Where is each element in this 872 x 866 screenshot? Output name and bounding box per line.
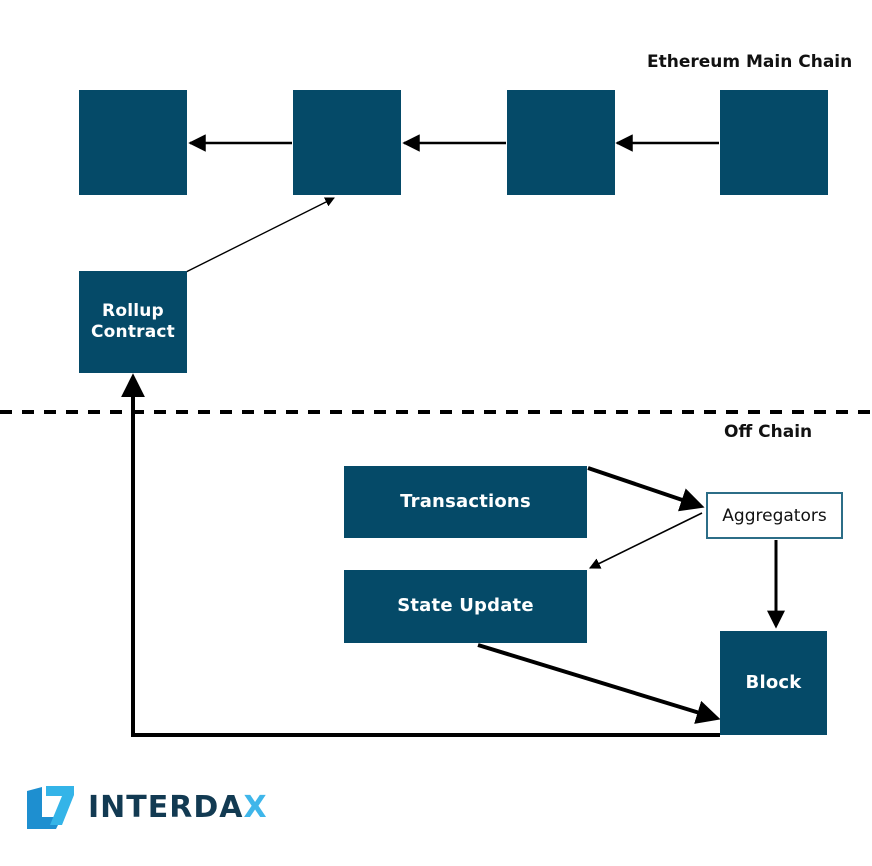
rollup-contract-label-line2: Contract [90,322,176,342]
chain-block-1[interactable] [79,90,187,195]
chain-block-4[interactable] [720,90,828,195]
arrow-block-to-rollup-contract [121,373,720,737]
rollup-contract-node[interactable]: Rollup Contract [79,271,187,373]
interdax-wordmark-accent: X [243,790,268,825]
interdax-logo: INTERDAX [22,783,268,833]
interdax-wordmark-main: INTERDA [88,790,244,825]
interdax-wordmark: INTERDAX [88,793,268,823]
state-update-node[interactable]: State Update [344,570,587,643]
aggregators-node[interactable]: Aggregators [706,492,843,539]
arrow-aggregators-to-state-update [588,512,703,569]
chain-block-2[interactable] [293,90,401,195]
interdax-logo-mark [27,786,74,829]
arrow-transactions-to-aggregators [587,466,705,512]
arrow-state-update-to-block [477,643,721,724]
rollup-contract-label-line1: Rollup [102,300,164,321]
transactions-node[interactable]: Transactions [344,466,587,538]
chain-block-3[interactable] [507,90,615,195]
arrow-rollup-to-block2 [185,197,335,273]
block-node[interactable]: Block [720,631,827,735]
off-chain-label: Off Chain [724,422,813,442]
ethereum-main-chain-label: Ethereum Main Chain [647,52,853,72]
